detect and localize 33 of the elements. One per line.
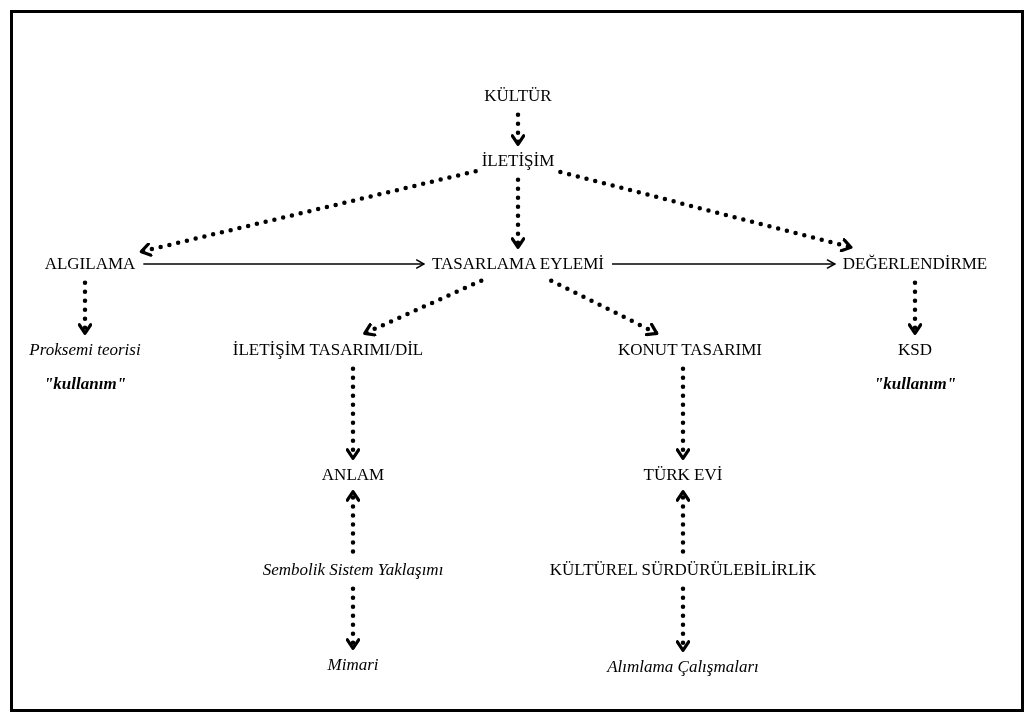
- dotted-arrow: [549, 278, 659, 337]
- dotted-arrow: [510, 177, 526, 250]
- node-label: KÜLTÜREL SÜRDÜRÜLEBİLİRLİK: [549, 559, 817, 581]
- node-label: ALGILAMA: [44, 253, 136, 275]
- note-text: "kullanım": [43, 373, 127, 396]
- node-label: KSD: [898, 339, 932, 361]
- node-label: Mimari: [327, 654, 379, 676]
- dotted-arrow: [675, 366, 691, 461]
- dotted-arrow: [675, 586, 691, 653]
- dotted-arrow: [362, 278, 484, 337]
- node-label: TÜRK EVİ: [643, 464, 723, 486]
- node-label: DEĞERLENDİRME: [842, 253, 988, 275]
- dotted-arrow: [510, 112, 526, 147]
- dotted-arrow: [345, 489, 361, 554]
- dotted-arrow: [345, 586, 361, 651]
- node-label: TASARLAMA EYLEMİ: [432, 253, 604, 275]
- node-label: Alımlama Çalışmaları: [607, 656, 759, 678]
- node-label: Proksemi teorisi: [29, 339, 141, 361]
- node-label: KONUT TASARIMI: [618, 339, 762, 361]
- note-text: "kullanım": [873, 373, 957, 396]
- dotted-arrow: [558, 169, 854, 253]
- node-label: ANLAM: [321, 464, 385, 486]
- dotted-arrow: [907, 280, 923, 336]
- dotted-arrow: [345, 366, 361, 461]
- dotted-arrow: [139, 168, 478, 257]
- node-label: Sembolik Sistem Yaklaşımı: [262, 559, 444, 581]
- node-label: KÜLTÜR: [484, 85, 552, 107]
- node-label: İLETİŞİM: [481, 150, 555, 172]
- node-label: İLETİŞİM TASARIMI/DİL: [232, 339, 424, 361]
- dotted-arrow: [77, 280, 93, 336]
- arrow: [611, 258, 836, 270]
- arrow: [142, 258, 425, 270]
- dotted-arrow: [675, 489, 691, 554]
